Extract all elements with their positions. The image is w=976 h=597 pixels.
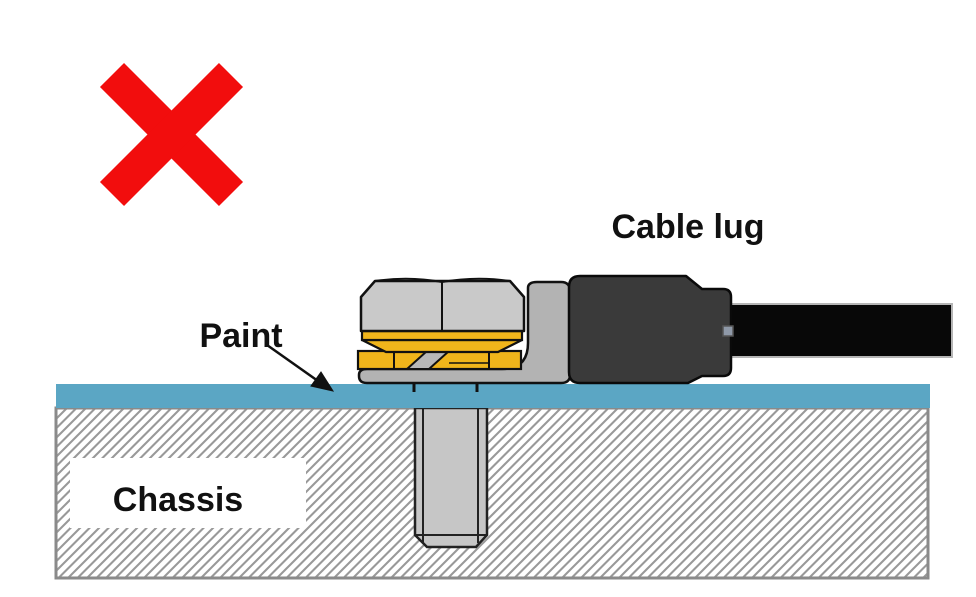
conical-washer xyxy=(361,338,523,354)
bolt-shaft xyxy=(413,406,489,549)
cable xyxy=(729,303,953,358)
chassis-label: Chassis xyxy=(113,481,243,519)
cable-lug-label: Cable lug xyxy=(611,208,764,246)
crimp-inspection-square xyxy=(722,325,734,337)
red-x-icon xyxy=(99,62,244,207)
chassis-section xyxy=(54,406,930,580)
arrow-down-right-icon xyxy=(266,343,335,392)
paint-label: Paint xyxy=(199,317,282,355)
hex-nut xyxy=(359,277,526,333)
flat-washer xyxy=(360,329,524,342)
paint-layer xyxy=(56,377,930,408)
cable-lug-barrel xyxy=(567,274,734,385)
chassis-label-box xyxy=(70,458,306,528)
serrated-washer xyxy=(356,349,523,371)
